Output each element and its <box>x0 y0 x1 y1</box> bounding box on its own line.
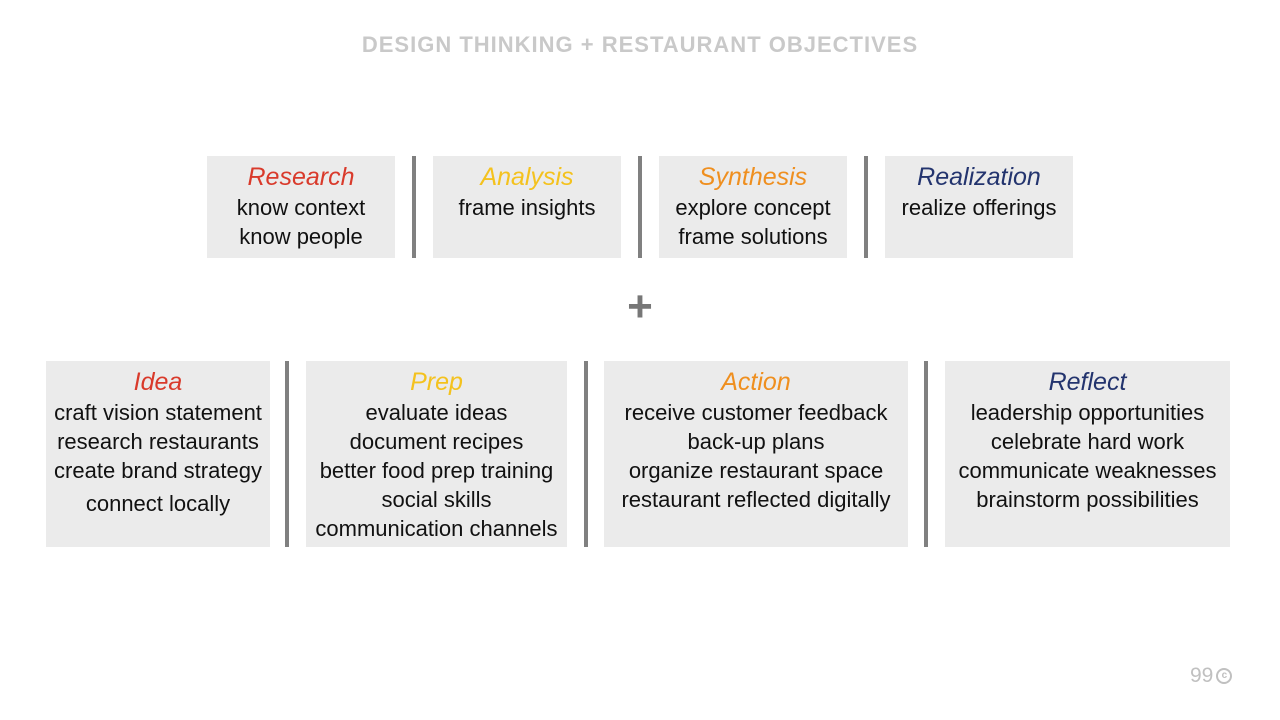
card-line: back-up plans <box>687 429 825 454</box>
page-title: DESIGN THINKING + RESTAURANT OBJECTIVES <box>361 32 919 57</box>
card-line: brainstorm possibilities <box>976 487 1199 512</box>
card-line: research restaurants <box>57 429 259 454</box>
card-line: explore concept <box>675 195 831 220</box>
card-action: Action receive customer feedback back-up… <box>604 361 908 547</box>
column-divider <box>924 361 928 547</box>
card-line: frame solutions <box>678 224 828 249</box>
card-heading: Synthesis <box>698 163 808 191</box>
card-line: realize offerings <box>901 195 1057 220</box>
card-line: connect locally <box>85 491 231 516</box>
card-line: organize restaurant space <box>628 458 884 483</box>
card-line: leadership opportunities <box>970 400 1205 425</box>
card-heading: Reflect <box>1048 368 1127 396</box>
column-divider <box>285 361 289 547</box>
card-prep: Prep evaluate ideas document recipes bet… <box>306 361 567 547</box>
card-heading: Realization <box>917 163 1041 191</box>
card-line: create brand strategy <box>54 458 262 483</box>
card-line: document recipes <box>349 429 524 454</box>
card-line: frame insights <box>458 195 596 220</box>
card-analysis: Analysis frame insights <box>433 156 621 258</box>
column-divider <box>584 361 588 547</box>
page-number-label: 99 <box>1190 664 1214 687</box>
card-line: receive customer feedback <box>624 400 888 425</box>
card-reflect: Reflect leadership opportunities celebra… <box>945 361 1230 547</box>
column-divider <box>638 156 642 258</box>
column-divider <box>412 156 416 258</box>
card-idea: Idea craft vision statement research res… <box>46 361 270 547</box>
card-line: communicate weaknesses <box>958 458 1217 483</box>
card-line: know context <box>236 195 366 220</box>
card-heading: Idea <box>133 368 183 396</box>
card-line: restaurant reflected digitally <box>621 487 891 512</box>
card-line: evaluate ideas <box>365 400 508 425</box>
card-line: craft vision statement <box>54 400 262 425</box>
card-realization: Realization realize offerings <box>885 156 1073 258</box>
card-line: social skills <box>381 487 492 512</box>
card-heading: Research <box>247 163 355 191</box>
plus-icon: + <box>627 282 653 331</box>
column-divider <box>864 156 868 258</box>
card-heading: Action <box>721 368 791 396</box>
card-line: communication channels <box>315 516 558 541</box>
card-synthesis: Synthesis explore concept frame solution… <box>659 156 847 258</box>
page-number: 99 c <box>1190 662 1250 690</box>
card-line: celebrate hard work <box>990 429 1185 454</box>
card-line: know people <box>239 224 363 249</box>
card-heading: Prep <box>410 368 463 396</box>
card-research: Research know context know people <box>207 156 395 258</box>
copyright-icon: c <box>1216 668 1233 684</box>
card-heading: Analysis <box>480 163 574 191</box>
card-line: better food prep training <box>319 458 554 483</box>
